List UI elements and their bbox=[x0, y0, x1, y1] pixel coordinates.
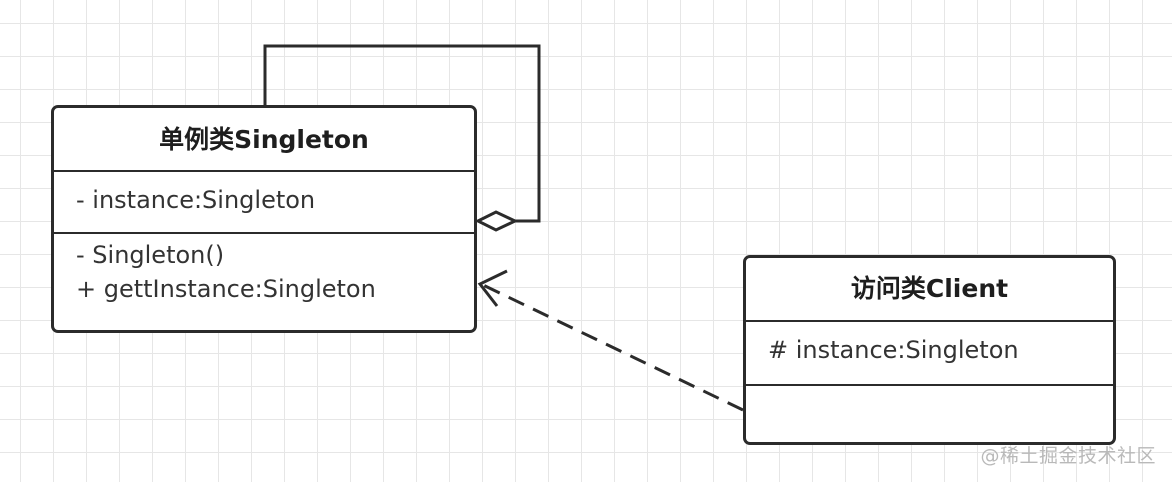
singleton-class-box[interactable]: 单例类Singleton - instance:Singleton - Sing… bbox=[51, 105, 477, 333]
client-class-name: 访问类Client bbox=[850, 274, 1009, 303]
dependency-arrowhead bbox=[477, 269, 508, 307]
aggregation-diamond bbox=[474, 210, 519, 232]
client-attribute-instance: # instance:Singleton bbox=[768, 336, 1019, 364]
dependency-dashed-line bbox=[480, 282, 744, 412]
singleton-operations: - Singleton() + gettInstance:Singleton bbox=[54, 234, 474, 330]
singleton-operation-constructor: - Singleton() bbox=[76, 241, 225, 269]
client-class-box[interactable]: 访问类Client # instance:Singleton bbox=[743, 255, 1116, 445]
client-attributes: # instance:Singleton bbox=[746, 322, 1113, 386]
client-operations bbox=[746, 386, 1113, 442]
singleton-class-name: 单例类Singleton bbox=[159, 125, 369, 154]
self-aggregation-line bbox=[263, 44, 541, 223]
singleton-operation-getinstance: + gettInstance:Singleton bbox=[76, 275, 376, 303]
client-class-header: 访问类Client bbox=[746, 258, 1113, 322]
singleton-attributes: - instance:Singleton bbox=[54, 172, 474, 234]
watermark: @稀土掘金技术社区 bbox=[980, 445, 1156, 467]
singleton-class-header: 单例类Singleton bbox=[54, 108, 474, 172]
singleton-attribute-instance: - instance:Singleton bbox=[76, 186, 316, 214]
